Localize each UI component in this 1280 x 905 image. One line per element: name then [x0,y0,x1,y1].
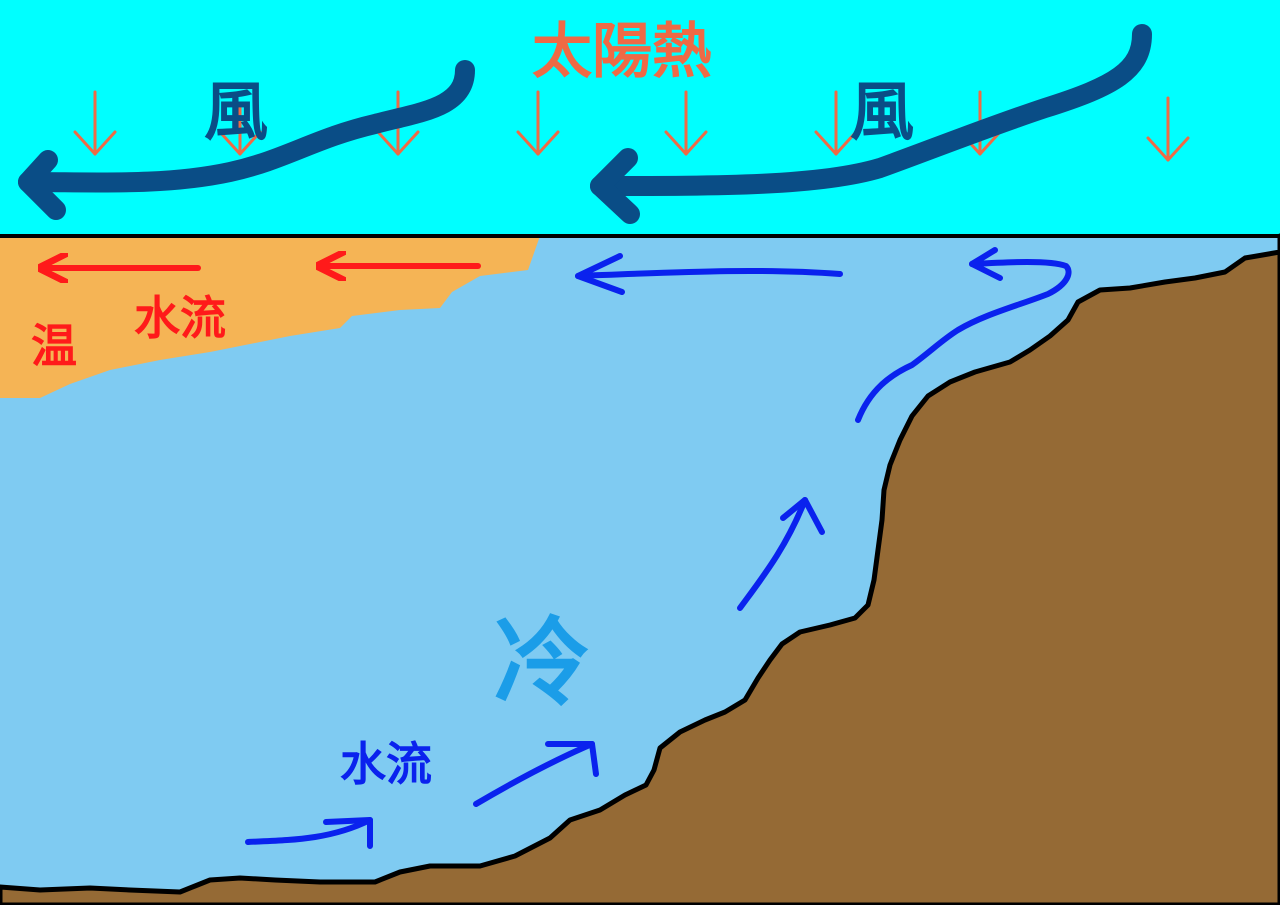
solar-heat-label: 太陽熱 [532,17,712,87]
cold-current-label: 水流 [340,737,432,791]
wind-label-right: 風 [850,76,914,150]
cold-label: 冷 [494,607,590,719]
warm-current-label: 水流 [134,291,226,345]
wind-label-left: 風 [204,76,268,150]
warm-label: 温 [31,319,77,373]
